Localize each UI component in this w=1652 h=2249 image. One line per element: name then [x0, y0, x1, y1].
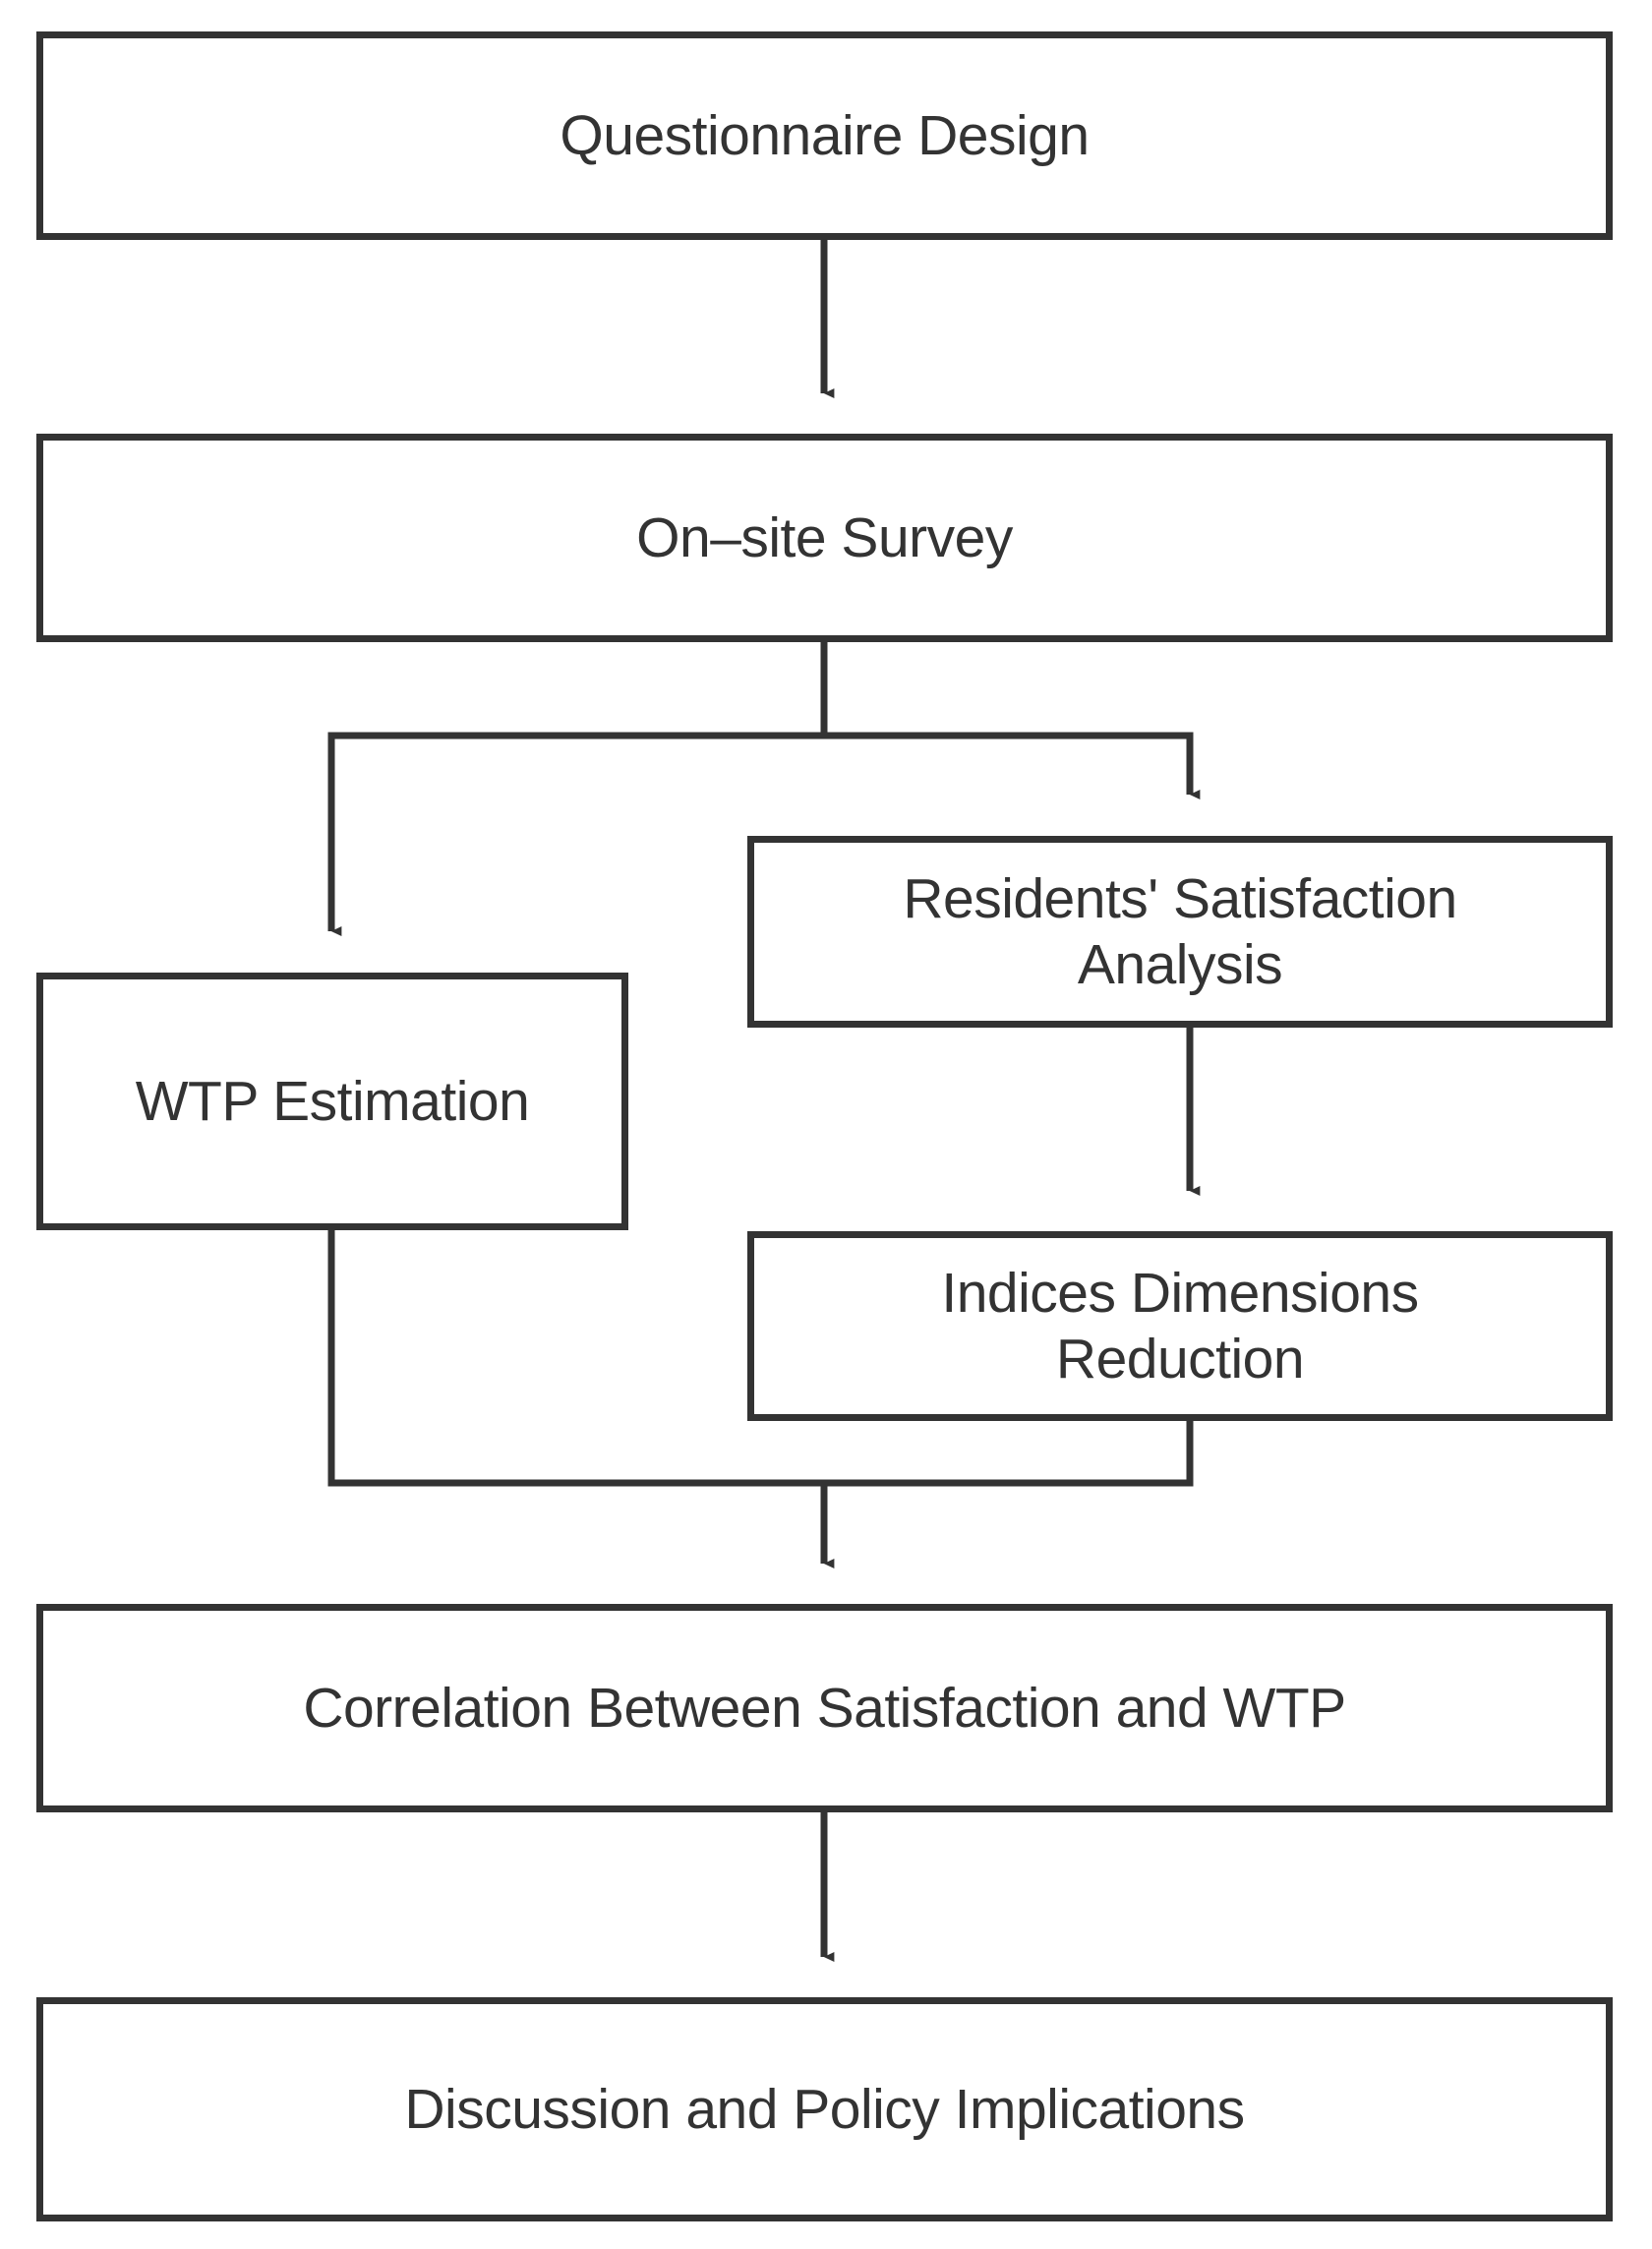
node-label-indices-dimensions-reduction: Indices Dimensions Reduction: [941, 1261, 1419, 1391]
connector-survey-split: [327, 642, 1201, 936]
node-on-site-survey[interactable]: On–site Survey: [36, 434, 1613, 642]
node-indices-dimensions-reduction[interactable]: Indices Dimensions Reduction: [747, 1231, 1613, 1421]
node-residents-satisfaction-analysis[interactable]: Residents' Satisfaction Analysis: [747, 836, 1613, 1028]
node-wtp-estimation[interactable]: WTP Estimation: [36, 973, 628, 1230]
node-questionnaire-design[interactable]: Questionnaire Design: [36, 31, 1613, 240]
node-label-correlation-satisfaction-wtp: Correlation Between Satisfaction and WTP: [303, 1676, 1346, 1740]
node-label-wtp-estimation: WTP Estimation: [135, 1069, 530, 1133]
node-label-questionnaire-design: Questionnaire Design: [560, 103, 1090, 167]
node-label-on-site-survey: On–site Survey: [636, 505, 1013, 569]
node-discussion-policy-implications[interactable]: Discussion and Policy Implications: [36, 1997, 1613, 2221]
node-label-discussion-policy-implications: Discussion and Policy Implications: [404, 2077, 1245, 2141]
connector-merge-bar: [327, 1479, 1194, 1568]
node-label-residents-satisfaction-analysis: Residents' Satisfaction Analysis: [903, 866, 1457, 996]
node-correlation-satisfaction-wtp[interactable]: Correlation Between Satisfaction and WTP: [36, 1604, 1613, 1812]
